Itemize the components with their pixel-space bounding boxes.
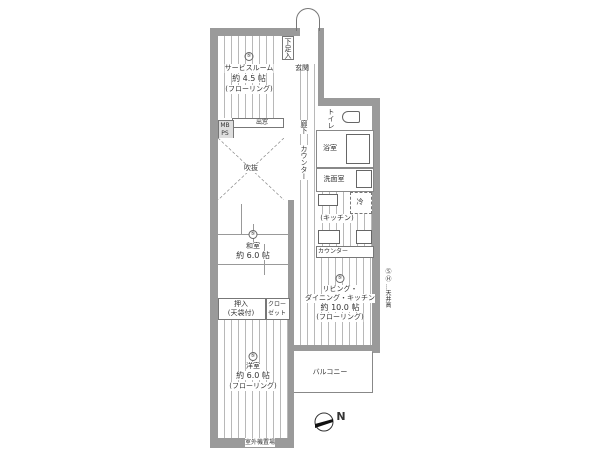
yoshitsu-name: 洋室	[246, 362, 260, 371]
bathtub	[346, 134, 370, 164]
genkan	[294, 36, 318, 64]
mbps-label-2: PS	[221, 130, 229, 137]
service-room-number: ⑤	[244, 52, 254, 61]
rouka-label: 廊下	[299, 120, 309, 134]
wall-left-upper	[210, 28, 218, 448]
service-room	[218, 36, 280, 118]
balcony	[294, 352, 373, 393]
service-room-floor: (フローリング)	[225, 85, 273, 94]
washing-machine	[356, 170, 372, 188]
wall-right-main	[372, 98, 380, 353]
genkan-floor	[294, 64, 318, 344]
hall-counter-label: カウンター	[299, 145, 309, 180]
wall-mid-vertical	[288, 200, 294, 448]
wall-top-service	[210, 28, 300, 36]
oshiire	[218, 298, 266, 320]
fridge-space	[350, 192, 372, 214]
sink	[318, 194, 338, 206]
entrance-door	[296, 8, 320, 31]
bath-label: 浴室	[323, 144, 337, 152]
getabako	[282, 36, 294, 60]
ldk-name-2: ダイニング・キッチン	[305, 294, 375, 303]
fukinuke-label: 吹抜	[244, 164, 258, 173]
yoshitsu-floor: (フローリング)	[229, 382, 277, 391]
fridge-label: 冷	[356, 198, 364, 206]
ldk-name-1: リビング・	[322, 285, 358, 294]
oshiire-label-2: (天袋付)	[227, 309, 255, 317]
washitsu-name: 和室	[246, 242, 260, 251]
wall-right-entrance	[318, 28, 324, 103]
yoshitsu-number: ⑤	[248, 352, 258, 361]
washitsu-size: 約 6.0 帖	[236, 251, 270, 260]
senmen-label: 洗面室	[323, 175, 345, 183]
washitsu-number: ⑤	[248, 230, 258, 239]
toilet-label: トイレ	[327, 108, 335, 129]
closet	[266, 298, 290, 320]
service-room-size: 約 4.5 帖	[232, 74, 266, 83]
oshiire-label-1: 押入	[234, 300, 248, 308]
getabako-label: 下足入	[284, 38, 292, 59]
ldk-size: 約 10.0 帖	[320, 303, 360, 312]
kitchen-counter-sink	[318, 230, 340, 244]
service-room-name: サービスルーム	[224, 64, 274, 73]
mbps-label-1: MB	[220, 122, 230, 129]
ldk-number: ⑤	[335, 274, 345, 283]
north-compass-icon	[314, 412, 334, 432]
closet-label-1: クロー	[267, 301, 287, 308]
genkan-label: 玄関	[295, 64, 309, 72]
kitchen-label: (キッチン)	[320, 214, 354, 223]
yoshitsu-size: 約 6.0 帖	[236, 371, 270, 380]
kitchen-counter	[316, 246, 374, 258]
closet-label-2: ゼット	[267, 310, 287, 317]
outdoor-unit-label: 室外機置場	[244, 438, 276, 447]
wall-top-toilet	[318, 98, 380, 106]
north-label: N	[336, 410, 346, 423]
wall-bottom-ldk	[288, 345, 380, 351]
stove	[356, 230, 372, 244]
balcony-label: バルコニー	[312, 368, 348, 376]
side-note: Ⓢ Ⓗ …天井高	[384, 268, 391, 308]
toilet-fixture	[342, 111, 360, 123]
ldk-floor: (フローリング)	[316, 313, 364, 322]
demado-label: 出窓	[255, 119, 269, 126]
kitchen-counter-label: カウンター	[317, 248, 349, 255]
